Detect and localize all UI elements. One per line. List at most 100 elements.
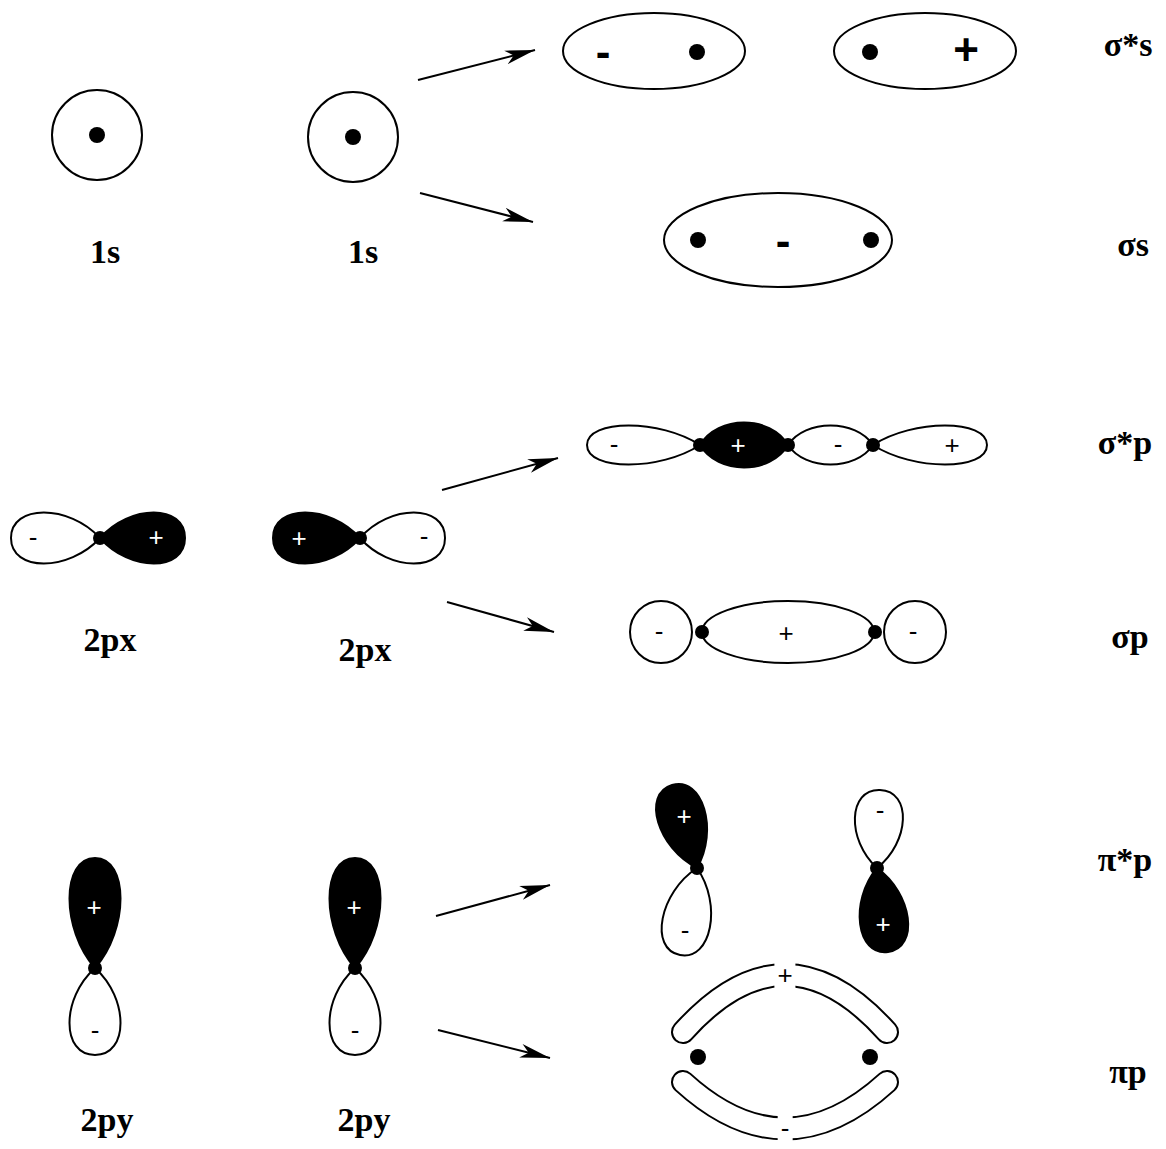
atomic-orbital: +-2py xyxy=(328,856,382,1058)
nucleus-dot xyxy=(693,438,707,452)
phase-sign: - xyxy=(876,797,885,823)
nucleus-dot xyxy=(88,961,102,975)
orbital-name: 2py xyxy=(338,1103,391,1137)
atomic-orbital: -+2px xyxy=(10,510,188,566)
atomic-orbital: +-2py xyxy=(68,856,122,1058)
orbital-ellipse xyxy=(664,193,892,287)
phase-sign: - xyxy=(681,917,690,943)
phase-sign: + xyxy=(774,962,795,988)
phase-sign: - xyxy=(909,618,918,644)
molecular-orbital: - + - xyxy=(628,599,948,665)
nucleus-dot xyxy=(345,129,361,145)
orbital-outline xyxy=(308,92,398,182)
nucleus-dot xyxy=(353,531,367,545)
nucleus-dot xyxy=(866,438,880,452)
nucleus-dot xyxy=(781,438,795,452)
nucleus-dot xyxy=(690,232,706,248)
orbital-label: πp xyxy=(1109,1055,1147,1089)
phase-sign: + xyxy=(875,911,890,937)
molecular-orbital: + - - + xyxy=(648,780,910,960)
phase-sign: - xyxy=(596,30,611,74)
orbital-outline xyxy=(586,420,989,470)
nucleus-dot xyxy=(695,625,709,639)
orbital-label: σs xyxy=(1117,228,1149,262)
orbital-lobe xyxy=(587,426,700,465)
orbital-label: σ*p xyxy=(1098,426,1152,460)
orbital-lobe xyxy=(860,868,909,952)
phase-sign: - xyxy=(91,1017,100,1043)
orbital-lobe xyxy=(100,513,185,564)
orbital-circle xyxy=(308,92,398,182)
nucleus-dot xyxy=(689,44,705,60)
nucleus-dot xyxy=(93,531,107,545)
orbital-name: 2px xyxy=(339,633,392,667)
orbital-ellipse xyxy=(702,601,874,663)
phase-sign: + xyxy=(291,525,306,551)
orbital-lobe xyxy=(662,868,711,955)
phase-sign: + xyxy=(730,432,745,458)
atomic-orbital: 1s xyxy=(52,90,142,180)
phase-sign: - xyxy=(655,618,664,644)
orbital-lobe xyxy=(700,423,788,468)
phase-sign: + xyxy=(148,524,163,550)
nucleus-dot xyxy=(690,1049,706,1065)
orbital-lobe xyxy=(873,426,987,465)
atomic-orbital: 1s xyxy=(308,92,398,182)
orbital-name: 1s xyxy=(90,235,120,269)
phase-sign: - xyxy=(778,1115,793,1141)
arrow-connector xyxy=(442,458,558,490)
molecular-orbital: - xyxy=(664,193,892,287)
arrow-connector xyxy=(438,1030,550,1058)
orbital-lobe xyxy=(330,968,381,1055)
phase-sign: + xyxy=(953,28,979,72)
atomic-orbital: +-2px xyxy=(272,510,447,566)
nucleus-dot xyxy=(862,1049,878,1065)
orbital-lobe xyxy=(855,790,903,868)
orbital-lobe xyxy=(11,513,100,564)
molecular-orbital: -+ xyxy=(563,12,1018,90)
nucleus-dot xyxy=(870,861,884,875)
orbital-lobe xyxy=(360,513,445,564)
phase-sign: - xyxy=(420,523,429,549)
molecular-orbital: +- xyxy=(665,955,905,1147)
orbital-name: 2px xyxy=(84,623,137,657)
phase-sign: - xyxy=(610,431,619,457)
phase-sign: + xyxy=(778,620,793,646)
nucleus-dot xyxy=(868,625,882,639)
arrow-connector xyxy=(420,193,533,222)
orbital-lobe xyxy=(273,513,360,564)
orbital-label: π*p xyxy=(1098,843,1153,877)
nucleus-dot xyxy=(348,961,362,975)
orbital-label: σp xyxy=(1111,620,1148,654)
orbital-lobe xyxy=(330,858,381,968)
phase-sign: + xyxy=(86,894,101,920)
orbital-circle xyxy=(884,601,946,663)
phase-sign: + xyxy=(944,432,959,458)
orbital-lobe xyxy=(656,784,707,868)
orbital-name: 2py xyxy=(81,1103,134,1137)
orbital-ellipse xyxy=(834,13,1016,89)
arrow-connector xyxy=(436,885,550,916)
orbital-outline xyxy=(52,90,142,180)
orbital-circle xyxy=(630,601,692,663)
phase-sign: - xyxy=(834,431,843,457)
arrow-connector xyxy=(418,50,535,80)
orbital-outline xyxy=(563,12,1018,90)
nucleus-dot xyxy=(863,232,879,248)
orbital-name: 1s xyxy=(348,235,378,269)
nucleus-dot xyxy=(690,861,704,875)
phase-sign: + xyxy=(346,894,361,920)
nucleus-dot xyxy=(89,127,105,143)
orbital-lobe xyxy=(70,968,121,1055)
orbital-lobe xyxy=(70,858,121,968)
orbital-ellipse xyxy=(563,13,745,89)
molecular-orbital: - + - + xyxy=(586,420,989,470)
phase-sign: - xyxy=(776,219,791,263)
phase-sign: + xyxy=(676,803,691,829)
orbital-circle xyxy=(52,90,142,180)
nucleus-dot xyxy=(862,44,878,60)
phase-sign: - xyxy=(351,1017,360,1043)
phase-sign: - xyxy=(29,524,38,550)
orbital-lobe xyxy=(788,426,873,465)
